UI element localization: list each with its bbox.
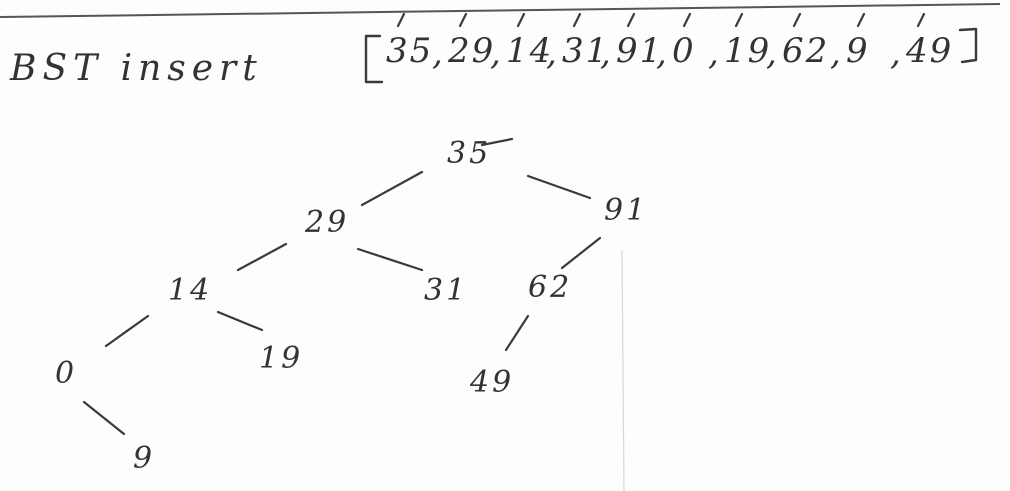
sequence-comma: , xyxy=(600,33,613,73)
node-9: 9 xyxy=(133,441,155,476)
sequence-tick-mark xyxy=(734,12,744,28)
insert-sequence: 35,29,14,31,91,0,19,62,9,49 xyxy=(364,12,978,84)
node-35: 35 xyxy=(447,136,491,171)
sequence-tick-mark xyxy=(572,12,582,28)
root-underline-mark xyxy=(480,137,514,147)
node-62: 62 xyxy=(528,270,572,305)
sequence-tick-mark xyxy=(916,12,926,28)
sequence-item: 0 xyxy=(672,31,696,71)
edge-0-9 xyxy=(82,400,126,436)
sequence-tick-mark xyxy=(626,12,636,28)
edge-29-31 xyxy=(356,247,424,272)
tree-nodes: 35 29 91 14 31 62 0 19 49 9 xyxy=(55,136,648,476)
sequence-items: 35,29,14,31,91,0,19,62,9,49 xyxy=(386,12,953,73)
sequence-comma: , xyxy=(830,33,843,73)
right-bracket xyxy=(958,27,978,64)
edge-35-91 xyxy=(526,174,592,200)
node-49: 49 xyxy=(469,365,514,400)
sequence-item: 35 xyxy=(386,31,433,71)
left-bracket xyxy=(364,34,384,84)
edge-14-19 xyxy=(216,310,264,332)
node-0: 0 xyxy=(55,356,77,391)
sequence-item: 19 xyxy=(724,31,771,71)
sequence-comma: , xyxy=(432,33,445,73)
node-29: 29 xyxy=(304,205,349,240)
sequence-tick-mark xyxy=(792,12,802,28)
sequence-item: 31 xyxy=(562,31,609,71)
sequence-item: 62 xyxy=(782,31,829,71)
edge-91-62 xyxy=(560,236,602,270)
paper-crease xyxy=(621,249,625,491)
node-14: 14 xyxy=(168,273,212,308)
sequence-comma: , xyxy=(546,33,559,73)
sequence-item: 49 xyxy=(905,31,953,71)
sequence-tick-mark xyxy=(682,12,692,28)
sequence-tick-mark xyxy=(458,12,468,28)
sequence-tick-mark xyxy=(516,12,526,28)
sequence-item: 14 xyxy=(506,31,553,71)
sequence-tick-mark xyxy=(396,12,406,28)
sequence-item: 91 xyxy=(616,31,663,71)
tree-edges xyxy=(82,170,602,436)
sequence-item: 9 xyxy=(846,31,870,71)
sequence-tick-mark xyxy=(856,12,866,28)
sequence-comma: , xyxy=(490,33,503,73)
sequence-item: 29 xyxy=(447,31,495,71)
edge-35-29 xyxy=(360,170,424,207)
node-91: 91 xyxy=(604,193,648,228)
node-31: 31 xyxy=(424,273,468,308)
page-top-rule xyxy=(0,3,1001,18)
sequence-comma: , xyxy=(890,33,903,73)
edge-29-14 xyxy=(236,242,288,272)
edge-14-0 xyxy=(104,314,150,348)
title-text: BST insert xyxy=(9,48,263,89)
sequence-comma: , xyxy=(708,33,721,73)
edge-62-49 xyxy=(504,314,530,352)
sequence-comma: , xyxy=(766,33,779,73)
node-19: 19 xyxy=(259,341,303,376)
sequence-comma: , xyxy=(656,33,669,73)
